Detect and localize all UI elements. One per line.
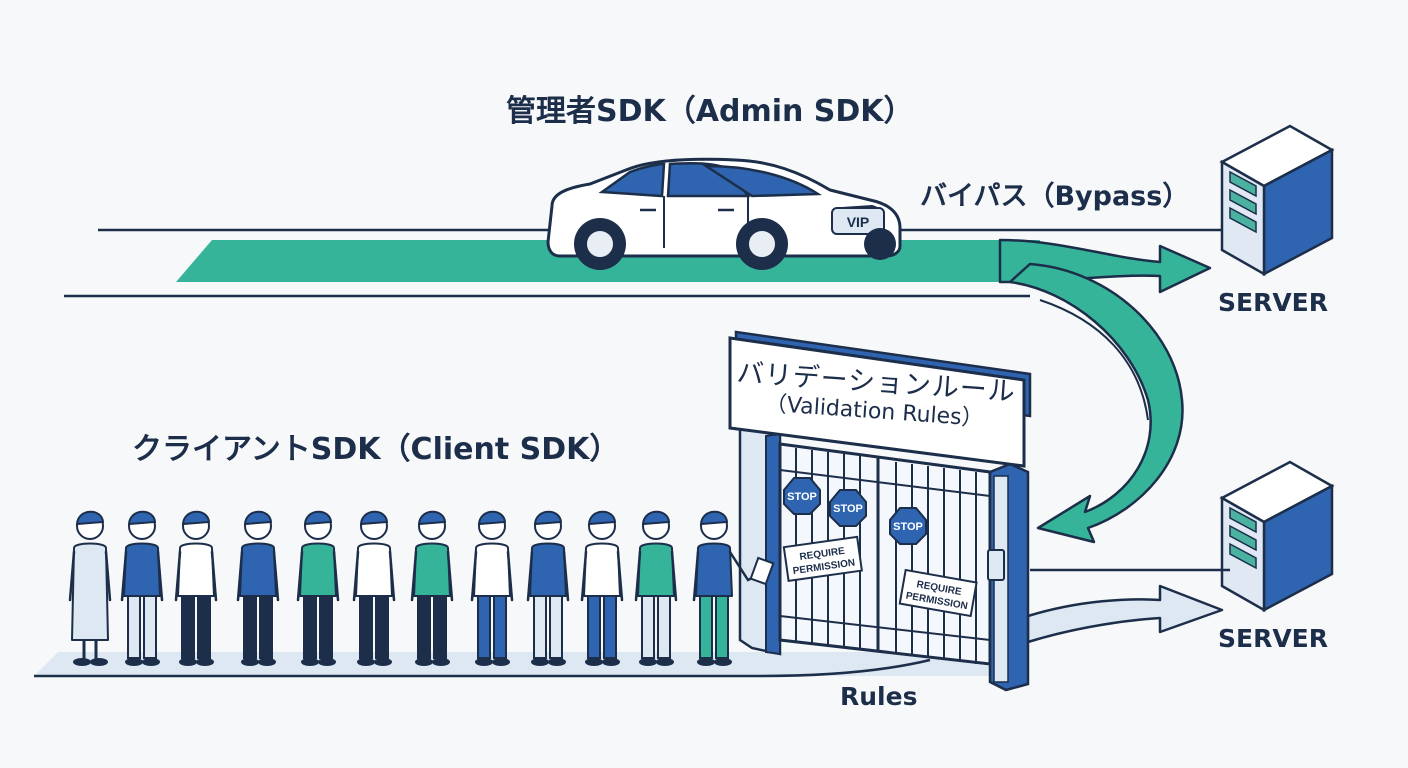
client-sdk-title: クライアントSDK（Client SDK）: [132, 432, 620, 467]
client-path: [34, 568, 1230, 678]
svg-text:STOP: STOP: [893, 521, 923, 533]
vip-plate: VIP: [847, 214, 870, 230]
person: [68, 510, 112, 666]
permission-sign-1: REQUIRE PERMISSION: [782, 535, 863, 582]
admin-sdk-title: 管理者SDK（Admin SDK）: [506, 94, 914, 129]
bypass-label: バイパス（Bypass）: [920, 181, 1190, 212]
person: [634, 510, 678, 666]
server-bottom-label: SERVER: [1218, 624, 1329, 653]
stop-sign-3: STOP: [889, 507, 927, 545]
stop-sign-1: STOP: [783, 477, 821, 515]
stop-signs: STOP STOP STOP: [783, 477, 927, 545]
client-queue: [68, 510, 775, 666]
server-bottom: [1219, 460, 1335, 613]
rules-arrow: [1026, 584, 1224, 644]
stop-sign-2: STOP: [829, 489, 867, 527]
rules-label: Rules: [840, 682, 918, 711]
server-top-label: SERVER: [1218, 288, 1329, 317]
vip-car: VIP: [546, 157, 902, 270]
phone-icon: [749, 556, 775, 586]
person: [470, 510, 514, 666]
permission-signs: REQUIRE PERMISSION REQUIRE PERMISSION: [782, 535, 978, 618]
svg-text:STOP: STOP: [833, 503, 863, 515]
curved-arrow: [1008, 262, 1184, 544]
person: [692, 510, 775, 666]
person: [236, 510, 280, 666]
person: [410, 510, 454, 666]
person: [352, 510, 396, 666]
person: [296, 510, 340, 666]
validation-rules-sign: バリデーションルール （Validation Rules）: [724, 338, 1026, 454]
person: [174, 510, 218, 666]
person: [526, 510, 570, 666]
server-top: [1219, 124, 1335, 277]
person: [580, 510, 624, 666]
permission-sign-2: REQUIRE PERMISSION: [898, 568, 978, 618]
keypad-icon: [987, 549, 1005, 581]
svg-text:STOP: STOP: [787, 491, 817, 503]
person: [120, 510, 164, 666]
